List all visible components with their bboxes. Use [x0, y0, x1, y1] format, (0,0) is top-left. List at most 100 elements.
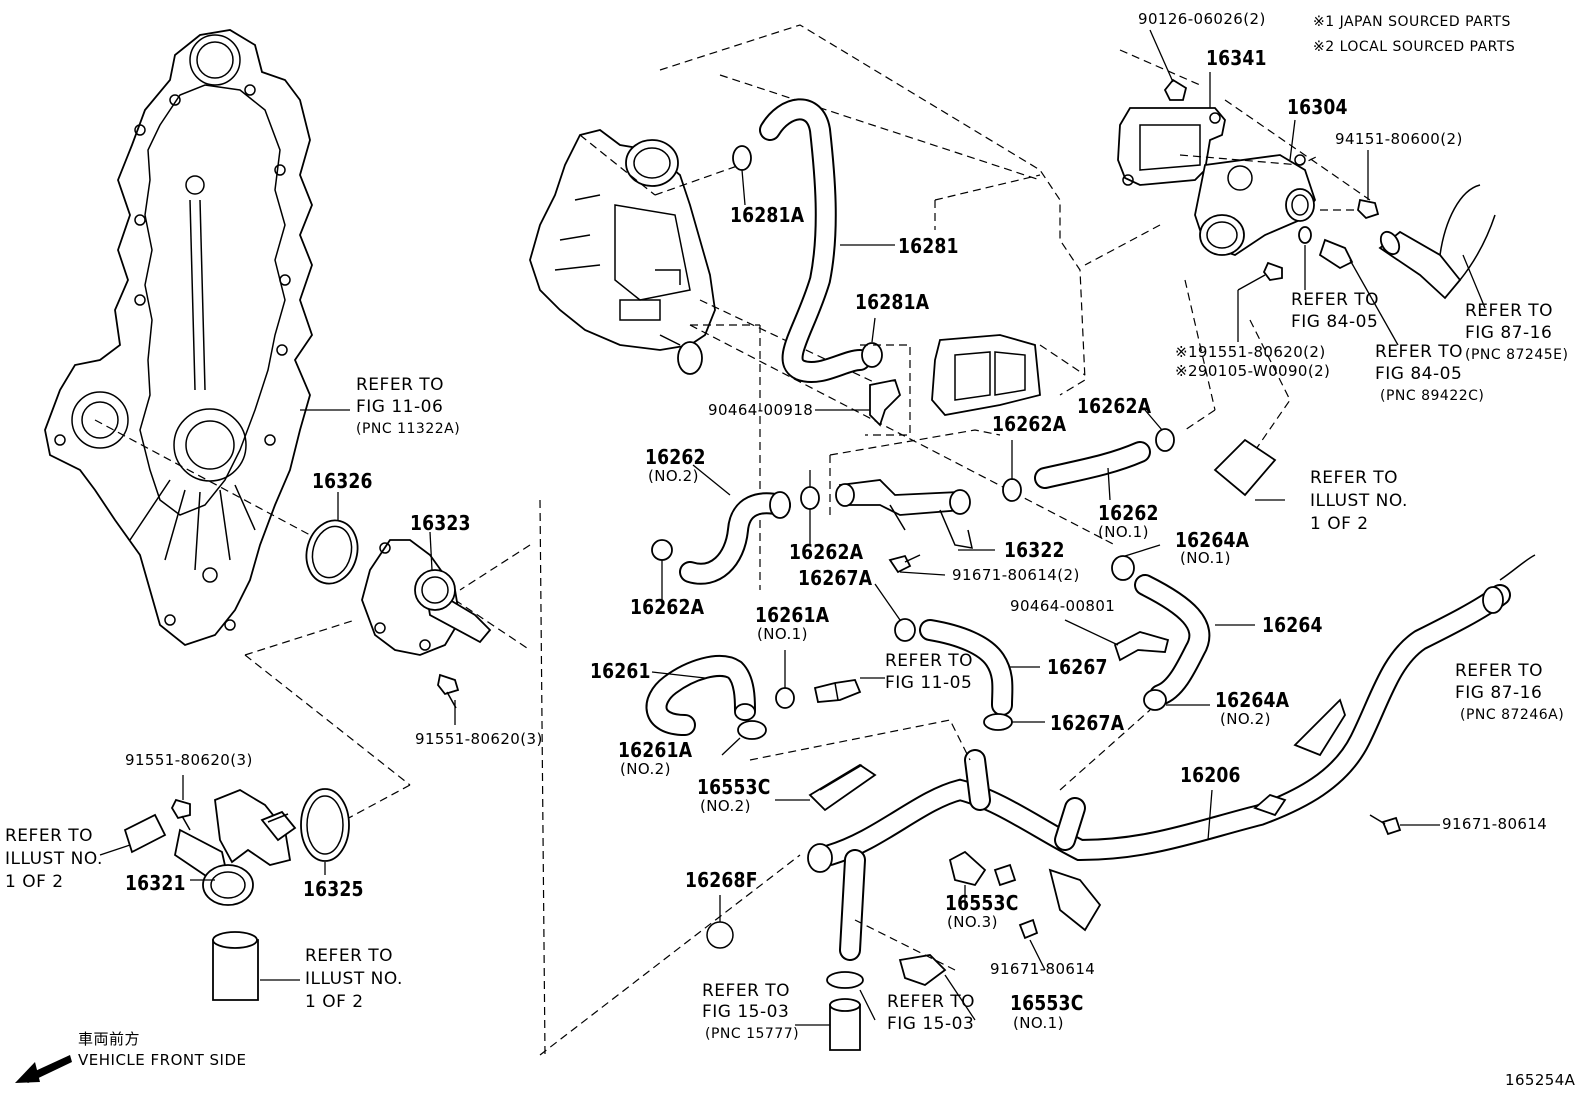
- label-290105-W0090: ※290105-W0090(2): [1175, 362, 1331, 380]
- pipe-16322: [835, 479, 995, 551]
- ref-illust-right-line1: REFER TO: [1310, 468, 1399, 488]
- ref-illust-right-line3: 1 OF 2: [1310, 514, 1369, 534]
- ref-illust-left-line3: 1 OF 2: [5, 872, 64, 892]
- label-94151-80600: 94151-80600(2): [1335, 130, 1463, 148]
- hose-87245E: [1378, 184, 1496, 309]
- cover-16553C-no2: [775, 763, 877, 812]
- bolt-91671-right: [1369, 814, 1440, 836]
- oring-16268F: [706, 895, 734, 949]
- ref-illust-left-line1: REFER TO: [5, 826, 94, 846]
- clamp-16262A-r: [1144, 409, 1175, 452]
- ref-illust-bottom-line2: ILLUST NO.: [305, 969, 403, 989]
- clamp-16267A-bot: [983, 713, 1045, 731]
- gasket-16341: [1117, 72, 1226, 186]
- clip-90464-00918: [815, 344, 911, 436]
- label-16325: 16325: [303, 877, 364, 901]
- bolt-91671-bottom: [1018, 918, 1046, 971]
- hose-16262-no1: [1034, 441, 1151, 501]
- label-16267: 16267: [1047, 655, 1108, 679]
- ref-fig-15-03-a-line1: REFER TO: [702, 981, 791, 1001]
- figure-id: 165254A: [1505, 1071, 1576, 1089]
- label-16262-no1-sub: (NO.1): [1098, 523, 1149, 541]
- label-16261A-no2-sub: (NO.2): [620, 760, 671, 778]
- label-16261A-no1: 16261A: [755, 603, 830, 627]
- label-16321: 16321: [125, 871, 186, 895]
- ref-fig-15-03-b-line2: FIG 15-03: [887, 1014, 975, 1034]
- housing-16304: [1194, 119, 1317, 256]
- pipe-16206: [807, 554, 1536, 961]
- clamp-16262A-l1: [800, 470, 820, 545]
- gasket-16325: [300, 788, 350, 875]
- ref-fig-11-05-line1: REFER TO: [885, 651, 974, 671]
- ref-illust-left-line2: ILLUST NO.: [5, 849, 103, 869]
- label-16553C-no3-sub: (NO.3): [947, 913, 998, 931]
- clamp-16281A-mid: [861, 317, 883, 368]
- ref-illust-bottom-line1: REFER TO: [305, 946, 394, 966]
- label-16268F: 16268F: [685, 868, 758, 892]
- label-16206: 16206: [1180, 763, 1241, 787]
- label-16553C-no3: 16553C: [945, 891, 1019, 915]
- front-arrow: [15, 1055, 72, 1083]
- hose-16261: [645, 655, 756, 736]
- bolt-91671-2: [888, 554, 946, 576]
- ref-fig-87-16-a-line3: (PNC 87245E): [1465, 347, 1569, 363]
- bolt-91551-mid: [437, 673, 460, 725]
- stub-illust-right: [1213, 438, 1285, 501]
- direction-label-en: VEHICLE FRONT SIDE: [78, 1051, 247, 1069]
- ref-fig-87-16-b-line1: REFER TO: [1455, 661, 1544, 681]
- clamp-16267A-top: [874, 583, 916, 642]
- label-16264A-no1: 16264A: [1175, 528, 1250, 552]
- bolt-191551: [1237, 261, 1283, 342]
- bolt-94151: [1357, 150, 1380, 220]
- ref-fig-87-16-b-line3: (PNC 87246A): [1460, 707, 1565, 723]
- label-191551-80620: ※191551-80620(2): [1175, 343, 1326, 361]
- clamp-16262A-m: [1002, 440, 1022, 502]
- gasket-16326: [305, 492, 359, 585]
- clamp-16264A-no1: [1111, 544, 1161, 581]
- gasket-center: [931, 334, 1041, 416]
- label-16262A-left1: 16262A: [789, 540, 864, 564]
- clamp-16262A-l2: [651, 539, 673, 600]
- ref-fig-84-05-b-line3: (PNC 89422C): [1380, 388, 1485, 404]
- ref-fig-87-16-a-line2: FIG 87-16: [1465, 323, 1553, 343]
- label-16264A-no2: 16264A: [1215, 688, 1290, 712]
- clamp-16261A-no1: [775, 650, 795, 709]
- hose-16281: [759, 98, 895, 383]
- label-16264A-no2-sub: (NO.2): [1220, 710, 1271, 728]
- label-16326: 16326: [312, 469, 373, 493]
- clip-90464-00801: [1064, 619, 1170, 662]
- note-japan-sourced: ※1 JAPAN SOURCED PARTS: [1313, 14, 1511, 30]
- label-16267A-bottom: 16267A: [1050, 711, 1125, 735]
- water-outlet-16321: [174, 788, 297, 906]
- note-local-sourced: ※2 LOCAL SOURCED PARTS: [1313, 39, 1516, 55]
- label-91671-80614-right: 91671-80614: [1442, 815, 1548, 833]
- label-91671-80614-bottom: 91671-80614: [990, 960, 1096, 978]
- ref-illust-right-line2: ILLUST NO.: [1310, 491, 1408, 511]
- ref-fig-11-05-line2: FIG 11-05: [885, 673, 973, 693]
- label-16281A-mid: 16281A: [855, 290, 930, 314]
- direction-label-jp: 車両前方: [78, 1030, 141, 1048]
- water-inlet-16323: [361, 531, 492, 656]
- hose-16264: [1134, 574, 1255, 706]
- label-16262A-right: 16262A: [1077, 394, 1152, 418]
- label-16262A-middle: 16262A: [992, 412, 1067, 436]
- ref-illust-bottom-line3: 1 OF 2: [305, 992, 364, 1012]
- ref-fig-15-03-a-line3: (PNC 15777): [705, 1026, 800, 1042]
- ref-fig-11-06-line3: (PNC 11322A): [356, 421, 461, 437]
- lower-pipe: [212, 931, 300, 1001]
- clamp-16264A-no2: [1143, 689, 1210, 711]
- label-16261: 16261: [590, 659, 651, 683]
- bolt-90126: [1149, 29, 1188, 101]
- label-16261A-no1-sub: (NO.1): [757, 625, 808, 643]
- label-16267A-top: 16267A: [798, 566, 873, 590]
- engine-block: [659, 24, 1086, 396]
- label-16264A-no1-sub: (NO.1): [1180, 549, 1231, 567]
- label-90126-06026: 90126-06026(2): [1138, 10, 1266, 28]
- intake-component: [529, 129, 716, 375]
- label-16304: 16304: [1287, 95, 1348, 119]
- label-16553C-no2: 16553C: [697, 775, 771, 799]
- label-16281A-top: 16281A: [730, 203, 805, 227]
- ref-fig-87-16-b-line2: FIG 87-16: [1455, 683, 1543, 703]
